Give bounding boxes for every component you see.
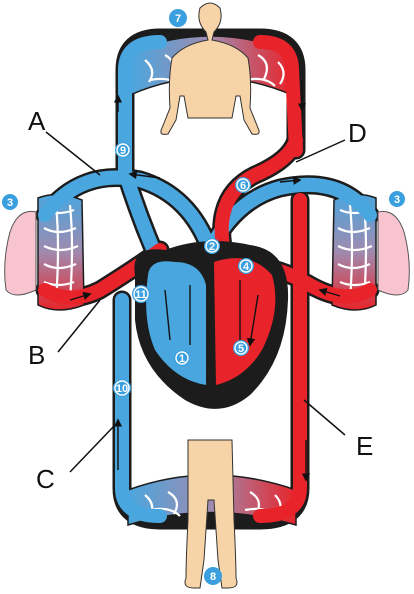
marker-8: 8 <box>204 567 222 585</box>
marker-9: 9 <box>115 142 131 158</box>
svg-text:3: 3 <box>7 197 13 209</box>
left-lung <box>4 210 37 296</box>
svg-text:3: 3 <box>394 194 400 206</box>
svg-text:4: 4 <box>243 261 250 273</box>
flow-arrows <box>69 80 341 482</box>
svg-text:1: 1 <box>179 353 185 365</box>
svg-text:6: 6 <box>240 180 246 192</box>
marker-2: 2 <box>204 238 220 254</box>
svg-text:2: 2 <box>209 241 215 253</box>
svg-text:10: 10 <box>116 383 128 395</box>
marker-10: 10 <box>113 379 131 397</box>
marker-5: 5 <box>233 340 249 356</box>
marker-3-left: 3 <box>2 194 18 210</box>
label-a: A <box>28 106 46 136</box>
leader-lines <box>45 131 346 473</box>
svg-text:5: 5 <box>238 343 244 355</box>
heart <box>134 241 289 409</box>
marker-6: 6 <box>235 177 251 193</box>
marker-3-right: 3 <box>389 191 405 207</box>
svg-text:11: 11 <box>135 289 147 301</box>
label-e: E <box>356 431 373 461</box>
capillary-bed-left-lung <box>37 193 85 311</box>
human-figure <box>160 2 260 589</box>
svg-text:7: 7 <box>175 13 181 25</box>
marker-11: 11 <box>132 285 150 303</box>
marker-4: 4 <box>238 258 254 274</box>
heart-right-side <box>146 261 206 385</box>
svg-text:8: 8 <box>210 571 216 583</box>
label-c: C <box>36 464 55 494</box>
right-lung <box>377 210 410 296</box>
marker-7: 7 <box>169 9 187 27</box>
heart-left-side <box>214 258 276 385</box>
label-b: B <box>28 340 45 370</box>
marker-1: 1 <box>174 350 190 366</box>
svg-text:9: 9 <box>120 145 126 157</box>
label-d: D <box>348 118 367 148</box>
